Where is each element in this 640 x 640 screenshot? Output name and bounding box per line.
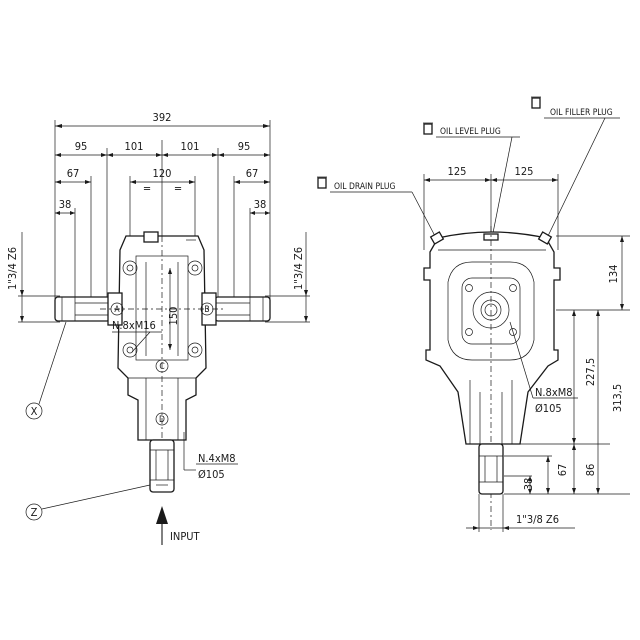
dim-101-right: 101 xyxy=(181,140,200,153)
marker-z: Z xyxy=(31,506,38,519)
marker-d: D xyxy=(159,415,165,425)
dim-38-right: 38 xyxy=(254,198,267,211)
dim-67-side: 67 xyxy=(556,464,569,477)
spline-right-label: 1"3/4 Z6 xyxy=(292,247,305,290)
dim-125-right: 125 xyxy=(515,165,534,178)
input-note: N.4xM8 Ø105 xyxy=(183,432,238,481)
side-top-dimensions: 125 125 xyxy=(423,165,559,250)
dim-95-right: 95 xyxy=(238,140,251,153)
front-top-dimensions: 392 95 101 101 95 67 120 = = xyxy=(54,111,271,300)
input-label: INPUT xyxy=(170,530,201,543)
front-output-shafts xyxy=(54,296,271,322)
side-input-shaft xyxy=(478,443,504,495)
oil-level-plug-icon xyxy=(423,123,433,135)
front-markers: A B C D xyxy=(110,302,214,426)
front-view: 392 95 101 101 95 67 120 = = xyxy=(6,111,310,545)
dim-eq-left: = xyxy=(143,182,151,195)
side-housing xyxy=(423,226,561,530)
view-markers: X Z xyxy=(25,321,151,521)
oil-filler-plug-icon xyxy=(531,97,541,109)
dim-38-side: 38 xyxy=(522,478,535,491)
side-view: OIL FILLER PLUG OIL LEVEL PLUG OIL DRAIN… xyxy=(317,96,630,532)
input-note-label: N.4xM8 xyxy=(198,452,236,465)
oil-drain-plug-icon xyxy=(317,177,327,189)
spline-bottom-label: 1"3/8 Z6 xyxy=(516,513,559,526)
input-dia-label: Ø105 xyxy=(198,468,225,481)
plug-callouts: OIL FILLER PLUG OIL LEVEL PLUG OIL DRAIN… xyxy=(317,96,620,239)
dim-67-left: 67 xyxy=(67,167,80,180)
oil-drain-plug-label: OIL DRAIN PLUG xyxy=(334,182,395,192)
face-note-label: N.8xM8 xyxy=(535,386,573,399)
side-right-dimensions: 134 313,5 227,5 86 67 xyxy=(504,235,630,495)
marker-a: A xyxy=(114,305,120,315)
oil-filler-plug-label: OIL FILLER PLUG xyxy=(550,108,613,118)
dim-150: 150 xyxy=(167,307,180,326)
dim-134: 134 xyxy=(607,265,620,284)
dim-313-5: 313,5 xyxy=(611,384,624,412)
dim-67-right: 67 xyxy=(246,167,259,180)
dim-227-5: 227,5 xyxy=(584,358,597,386)
dim-125-left: 125 xyxy=(448,165,467,178)
dim-95-left: 95 xyxy=(75,140,88,153)
input-arrow: INPUT xyxy=(156,506,201,545)
front-input-shaft xyxy=(149,439,175,493)
dim-38-left: 38 xyxy=(59,198,72,211)
marker-x: X xyxy=(31,405,38,418)
bolt-note-label: N.8xM16 xyxy=(112,319,156,332)
front-side-dimensions: 1"3/4 Z6 1"3/4 Z6 xyxy=(6,232,310,323)
dim-101-left: 101 xyxy=(125,140,144,153)
marker-b: B xyxy=(204,305,209,315)
marker-c: C xyxy=(159,362,164,372)
front-housing: 150 xyxy=(100,231,226,470)
dim-86: 86 xyxy=(584,464,597,477)
dim-392: 392 xyxy=(153,111,172,124)
face-dia-label: Ø105 xyxy=(535,402,562,415)
side-bottom-dimension: 1"3/8 Z6 xyxy=(466,494,575,532)
bolt-note: N.8xM16 xyxy=(112,319,162,353)
oil-level-plug-label: OIL LEVEL PLUG xyxy=(440,127,501,137)
face-note: N.8xM8 Ø105 xyxy=(509,321,578,415)
dim-120: 120 xyxy=(153,167,172,180)
spline-left-label: 1"3/4 Z6 xyxy=(6,247,19,290)
dim-eq-right: = xyxy=(174,182,182,195)
